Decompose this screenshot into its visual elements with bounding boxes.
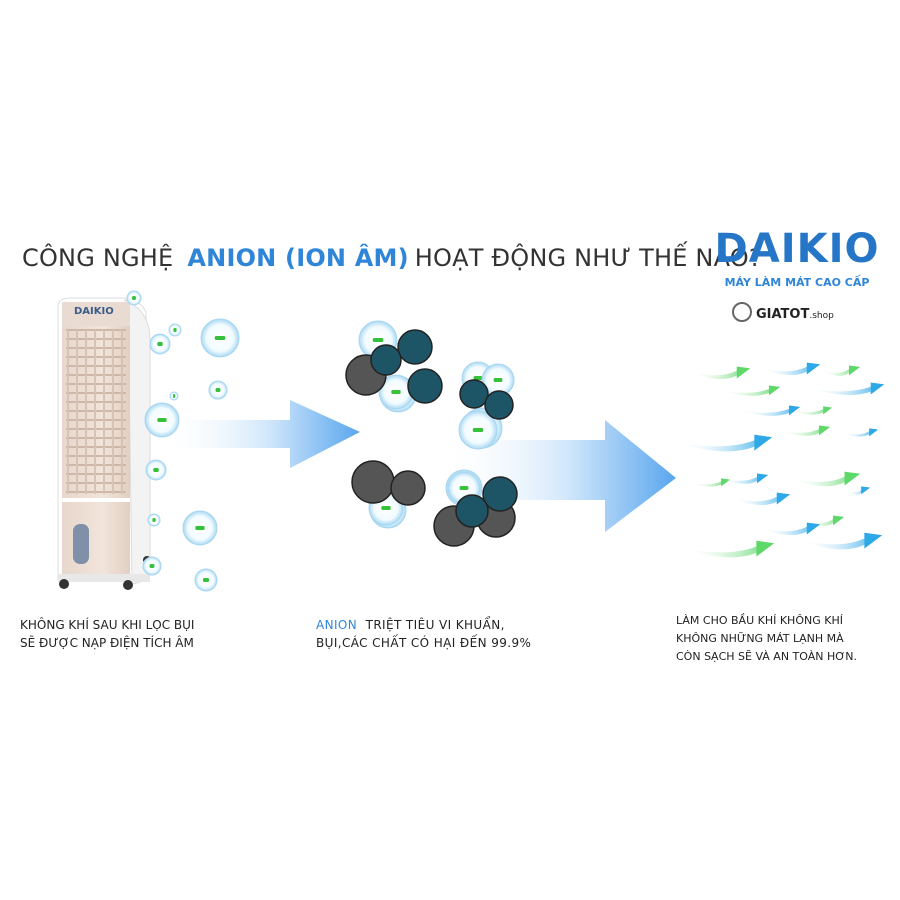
particle: [484, 390, 514, 420]
particle: [482, 476, 518, 512]
shop-name: GIATOT: [756, 307, 810, 322]
caption-step2-accent: ANION: [316, 618, 358, 632]
negative-charge-icon: [152, 518, 156, 522]
grille: [66, 329, 126, 494]
airflow-arrow: [840, 428, 878, 437]
clean-airflow: [676, 362, 884, 558]
negative-charge-icon: [372, 338, 384, 342]
ion-bubble: [182, 510, 218, 546]
headline-highlight: ANION (ION ÂM): [187, 244, 409, 272]
caption-step3-line2: KHÔNG NHỮNG MÁT LẠNH MÀ: [676, 632, 844, 645]
arrow-step2: [440, 420, 676, 532]
caption-step3-line3: CÒN SẠCH SẼ VÀ AN TOÀN HƠN.: [676, 650, 858, 663]
airflow-arrow: [740, 405, 800, 416]
headline-suffix: HOẠT ĐỘNG NHƯ THẾ NÀO?: [414, 244, 762, 272]
airflow-arrow: [846, 486, 870, 495]
page-title: CÔNG NGHỆ ANION (ION ÂM)HOẠT ĐỘNG NHƯ THẾ…: [22, 244, 762, 272]
negative-charge-icon: [381, 506, 391, 510]
airflow-arrow: [804, 515, 844, 526]
particle: [370, 344, 402, 376]
particle: [459, 379, 489, 409]
particle: [397, 329, 433, 365]
airflow-arrow: [800, 532, 882, 550]
negative-charge-icon: [391, 390, 401, 394]
shop-suffix: .shop: [809, 311, 834, 321]
caption-step2-line1: TRIỆT TIÊU VI KHUẨN,: [365, 618, 505, 632]
negative-charge-icon: [473, 376, 483, 380]
brand-logo: DAIKIO: [714, 226, 880, 272]
airflow-arrow: [720, 473, 768, 484]
negative-charge-icon: [132, 296, 136, 300]
airflow-arrow: [690, 366, 750, 380]
caption-step3: LÀM CHO BẦU KHÍ KHÔNG KHÍ KHÔNG NHỮNG MÁ…: [676, 612, 857, 666]
airflow-arrow: [676, 434, 772, 452]
caption-step3-line1: LÀM CHO BẦU KHÍ KHÔNG KHÍ: [676, 614, 843, 627]
negative-charge-icon: [215, 388, 221, 392]
negative-charge-icon: [459, 486, 469, 490]
brand-block: DAIKIO MÁY LÀM MÁT CAO CẤP: [712, 226, 882, 289]
airflow-arrow: [732, 492, 790, 506]
device-logo: DAIKIO: [74, 306, 114, 317]
ion-bubble: [481, 363, 515, 397]
ion-bubble: [208, 380, 228, 400]
particle: [407, 368, 443, 404]
ion-bubble: [169, 391, 179, 401]
ion-bubble: [145, 459, 167, 481]
airflow-arrow: [790, 406, 832, 415]
ion-bubble: [200, 318, 240, 358]
airflow-arrow: [780, 425, 830, 436]
airflow-arrow: [760, 362, 820, 376]
arrow-step1: [160, 400, 360, 468]
ion-bubble: [144, 402, 180, 438]
negative-charge-icon: [173, 328, 177, 332]
airflow-arrow: [690, 478, 730, 487]
airflow-arrow: [760, 522, 820, 536]
negative-charge-icon: [202, 578, 210, 582]
negative-charge-icon: [214, 336, 226, 340]
air-cooler-illustration: [57, 297, 151, 590]
dust-particles: [345, 329, 518, 547]
caption-step2-line2: BỤI,CÁC CHẤT CÓ HẠI ĐẾN 99.9%: [316, 636, 532, 650]
caption-step1-line2: SẼ ĐƯỢC NẠP ĐIỆN TÍCH ÂM: [20, 636, 194, 650]
negative-charge-icon: [157, 418, 167, 422]
headline-prefix: CÔNG NGHỆ: [22, 244, 174, 272]
ion-bubble: [458, 410, 498, 450]
particle: [351, 460, 395, 504]
airflow-arrow: [684, 540, 774, 558]
negative-charge-icon: [153, 468, 159, 472]
ion-bubble: [126, 290, 142, 306]
caption-step1: KHÔNG KHÍ SAU KHI LỌC BỤI SẼ ĐƯỢC NẠP ĐI…: [20, 616, 194, 652]
negative-charge-icon: [472, 428, 484, 432]
negative-charge-icon: [195, 526, 205, 530]
airflow-arrow: [790, 471, 860, 487]
ion-bubble: [149, 333, 171, 355]
caption-step2: ANION TRIỆT TIÊU VI KHUẨN, BỤI,CÁC CHẤT …: [316, 616, 531, 652]
negative-charge-icon: [157, 342, 163, 346]
brand-tagline: MÁY LÀM MÁT CAO CẤP: [724, 276, 870, 289]
shop-watermark: GIATOT.shop: [732, 302, 834, 322]
caption-step1-line1: KHÔNG KHÍ SAU KHI LỌC BỤI: [20, 618, 195, 632]
airflow-arrow: [720, 385, 780, 396]
shop-logo-icon: [732, 302, 752, 322]
particle: [390, 470, 426, 506]
negative-charge-icon: [493, 378, 503, 382]
airflow-arrow: [810, 382, 884, 396]
negative-charge-icon: [149, 564, 155, 568]
ion-bubble: [147, 513, 161, 527]
particle: [455, 494, 489, 528]
airflow-arrow: [820, 365, 860, 376]
negative-charge-icon: [172, 394, 176, 398]
ion-bubble: [168, 323, 182, 337]
ion-bubble: [142, 556, 162, 576]
ion-bubble: [194, 568, 218, 592]
